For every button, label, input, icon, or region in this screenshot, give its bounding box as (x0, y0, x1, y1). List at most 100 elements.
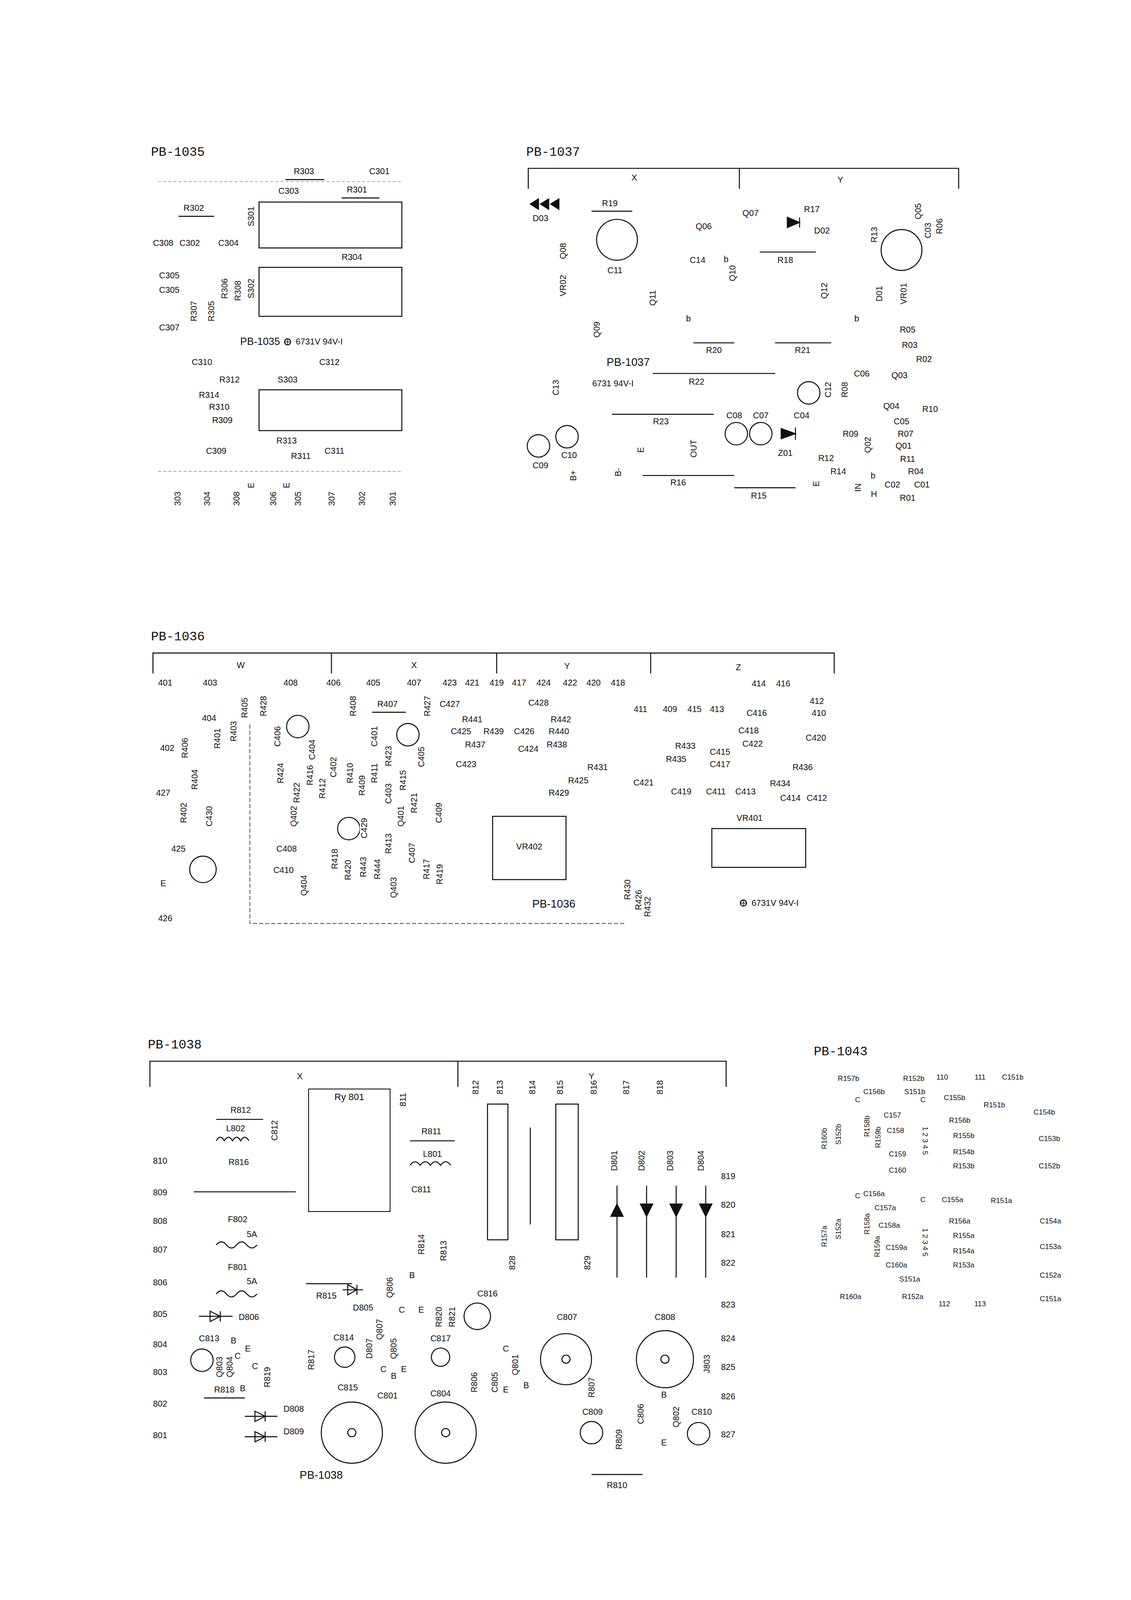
part-label: C414 (779, 793, 802, 802)
part-label: C430 (204, 805, 214, 827)
part-label: D03 (532, 213, 549, 223)
part-label: R156b (948, 1116, 971, 1124)
pcb-trace (249, 724, 624, 924)
pcb-trace (244, 1410, 277, 1422)
pcb-trace (492, 816, 566, 880)
pcb-trace (190, 1348, 214, 1372)
part-label: 5A (246, 1229, 258, 1239)
part-label: C13 (551, 379, 560, 397)
part-label: C410 (272, 865, 295, 875)
part-label: C155b (943, 1093, 966, 1102)
part-label: D804 (696, 1149, 706, 1172)
pcb-trace (286, 715, 309, 738)
part-label: Q11 (648, 289, 657, 307)
part-label: 827 (720, 1429, 736, 1439)
part-label: C154a (1039, 1217, 1062, 1225)
part-label: R412 (317, 777, 327, 799)
part-label: C311 (324, 446, 345, 455)
part-label: D803 (665, 1149, 675, 1172)
part-label: Q07 (742, 208, 760, 218)
part-label: B (239, 1383, 246, 1393)
part-label: 813 (495, 1079, 505, 1095)
pcb-trace (337, 817, 361, 840)
part-label: 805 (152, 1309, 168, 1318)
part-label: Q802 (671, 1405, 681, 1428)
part-label: R811 (421, 1126, 442, 1136)
part-label: 419 (489, 678, 505, 687)
part-label: R403 (229, 720, 238, 742)
part-label: E (282, 482, 291, 489)
part-label: 814 (527, 1079, 537, 1095)
part-label: 821 (720, 1229, 736, 1239)
part-label: X (296, 1071, 304, 1081)
part-label: R407 (376, 699, 399, 709)
part-label: 426 (157, 913, 173, 923)
part-label: C06 (853, 369, 871, 378)
part-label: R312 (218, 375, 241, 384)
part-label: C412 (806, 793, 828, 802)
pcb-trace (157, 181, 403, 472)
part-label: C403 (384, 782, 393, 805)
part-label: 113 (973, 1299, 987, 1307)
part-label: B (390, 1371, 397, 1380)
part-label: Q02 (863, 436, 872, 454)
pcb-trace (555, 425, 579, 449)
part-label: S152a (834, 1218, 843, 1240)
part-label: R417 (422, 858, 431, 880)
part-label: C (919, 1095, 926, 1103)
part-label: 810 (152, 1156, 168, 1165)
pcb-trace (527, 434, 550, 458)
part-label: R14 (830, 466, 847, 476)
part-label: R156a (948, 1217, 971, 1225)
part-label: C09 (532, 460, 549, 470)
circuit-board: PB-1043 (813, 1045, 1064, 1311)
part-label: R419 (435, 863, 444, 885)
part-label: 804 (152, 1339, 168, 1349)
part-label: R158a (863, 1212, 871, 1235)
part-label: R08 (840, 381, 849, 398)
part-label: C307 (158, 323, 181, 332)
part-label: X (631, 173, 638, 182)
part-label: Q402 (289, 804, 298, 827)
part-label: R437 (464, 740, 487, 749)
part-label: C153a (1039, 1242, 1062, 1251)
part-label: C02 (883, 480, 901, 489)
part-label: C08 (725, 411, 743, 420)
part-label: 803 (152, 1367, 168, 1376)
part-label: C418 (737, 725, 760, 735)
part-label: R157b (837, 1074, 860, 1082)
part-label: B (230, 1335, 237, 1345)
part-label: E (660, 1437, 668, 1447)
part-label: R435 (665, 754, 687, 764)
part-label: C407 (407, 842, 417, 864)
part-label: C422 (742, 739, 764, 748)
part-label: R816 (227, 1157, 250, 1166)
part-label: D807 (364, 1337, 374, 1359)
part-label: C (919, 1195, 926, 1204)
part-label: C05 (893, 416, 910, 426)
pcb-trace (189, 855, 216, 883)
part-label: R19 (601, 198, 619, 208)
part-label: E (417, 1305, 425, 1314)
pcb-trace (781, 427, 796, 441)
part-label: 808 (152, 1216, 168, 1225)
pcb-trace (540, 1333, 592, 1385)
pcb-trace (342, 1284, 364, 1295)
part-label: R408 (348, 695, 358, 717)
part-label: C156a (862, 1189, 886, 1197)
board-name: PB-1035 (151, 145, 205, 160)
pcb-trace (740, 899, 747, 906)
part-label: 816 (589, 1079, 598, 1095)
part-label: H (870, 489, 878, 499)
pcb-trace (152, 652, 834, 674)
pcb-trace (636, 1330, 694, 1388)
part-label: R431 (586, 762, 609, 772)
relay-box: Ry 801 (308, 1088, 391, 1212)
part-label: 5A (246, 1276, 258, 1286)
part-label: R430 (623, 878, 632, 901)
part-label: Z01 (777, 448, 793, 458)
part-label: C158a (878, 1221, 901, 1229)
part-label: R308 (233, 279, 242, 302)
part-label: R418 (330, 848, 339, 870)
part-label: IN (853, 482, 863, 493)
